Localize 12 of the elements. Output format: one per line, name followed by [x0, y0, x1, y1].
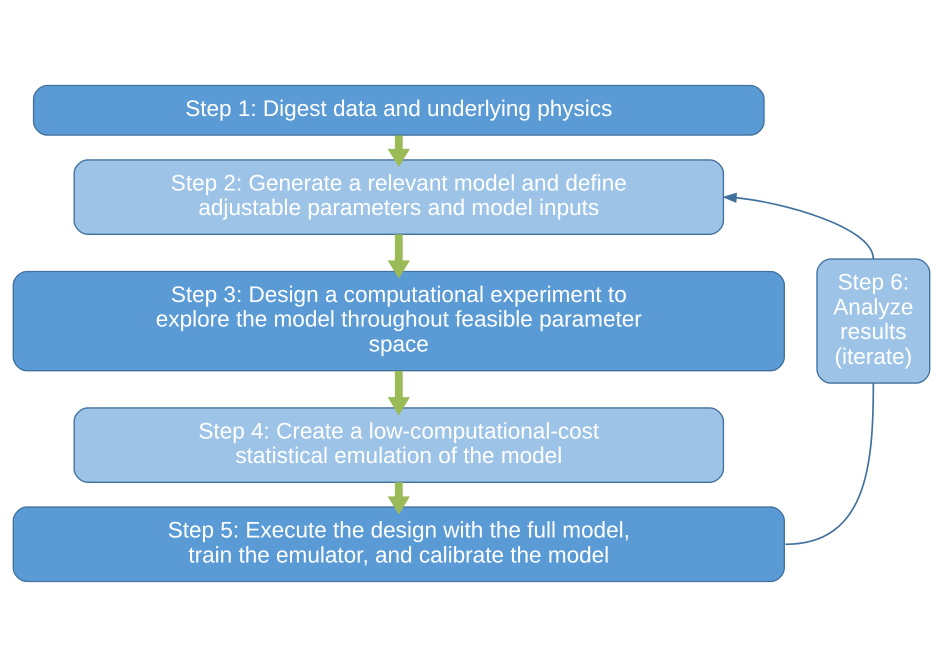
arrow — [722, 192, 874, 260]
node-box: Step 4: Create a low-computational-cost statistical emulation of the model — [73, 407, 724, 483]
arrow — [388, 135, 410, 168]
node-box: Step 3: Design a computational experiment to explore the model throughout feasible parameter space — [12, 270, 785, 372]
arrow — [388, 482, 410, 515]
node-box: Step 1: Digest data and underlying physics — [32, 84, 765, 136]
node-box: Step 6: Analyze results (iterate) — [816, 258, 930, 384]
arrow — [388, 234, 410, 279]
connector — [785, 383, 874, 546]
node-box: Step 2: Generate a relevant model and define adjustable parameters and model inputs — [73, 159, 724, 235]
node-box: Step 5: Execute the design with the full model, train the emulator, and calibrate the model — [12, 506, 785, 582]
arrow — [388, 371, 410, 416]
